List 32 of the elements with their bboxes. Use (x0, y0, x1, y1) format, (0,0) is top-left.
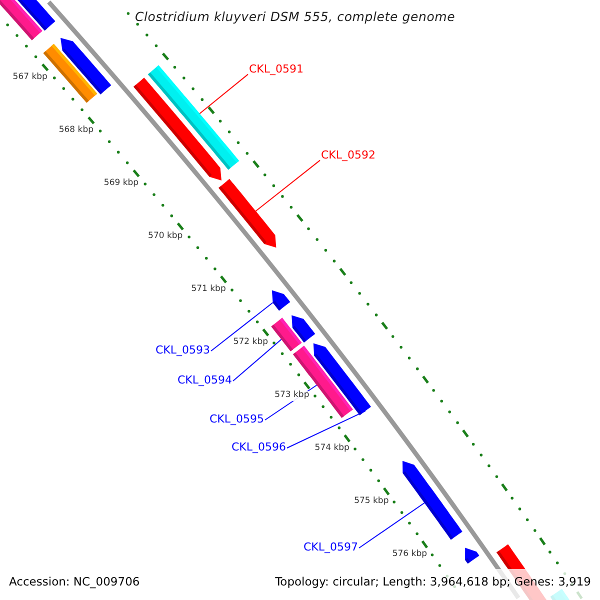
scale-label: 567 kbp (12, 73, 48, 84)
scale-label: 575 kbp (353, 497, 390, 508)
scale-label: 568 kbp (58, 126, 94, 136)
gene-label: CKL_0594 (177, 374, 232, 388)
scale-label: 576 kbp (391, 550, 428, 560)
gene-feature (313, 343, 371, 416)
gene-feature (218, 179, 276, 248)
gene-label: CKL_0596 (231, 442, 286, 454)
gene-label: CKL_0597 (303, 542, 358, 554)
leader-line (255, 160, 320, 212)
scale-label: 570 kbp (147, 232, 184, 242)
accession-text: Accession: NC_009706 (9, 575, 140, 589)
gene-label: CKL_0593 (155, 344, 210, 358)
gene-label: CKL_0592 (321, 150, 376, 162)
gene-feature (271, 318, 302, 352)
genome-summary: Topology: circular; Length: 3,964,618 bp; Genes: 3,919 (275, 575, 591, 589)
leader-line (199, 74, 248, 114)
gene-feature (148, 65, 240, 170)
scale-label: 569 kbp (102, 180, 140, 190)
scale-label: 573 kbp (274, 392, 310, 402)
leader-line (210, 302, 274, 352)
leader-line (232, 338, 282, 382)
scale-label: 574 kbp (314, 444, 350, 454)
gene-label: CKL_0591 (249, 64, 304, 76)
scale-label: 571 kbp (190, 286, 227, 296)
gene-label: CKL_0595 (209, 414, 264, 426)
gene-feature (402, 460, 462, 540)
gene-feature (272, 290, 290, 311)
diagram-title: Clostridium kluyveri DSM 555, complete genome (135, 10, 456, 24)
leader-line (286, 410, 366, 448)
leader-line (358, 502, 425, 548)
scale-label: 572 kbp (232, 338, 269, 348)
